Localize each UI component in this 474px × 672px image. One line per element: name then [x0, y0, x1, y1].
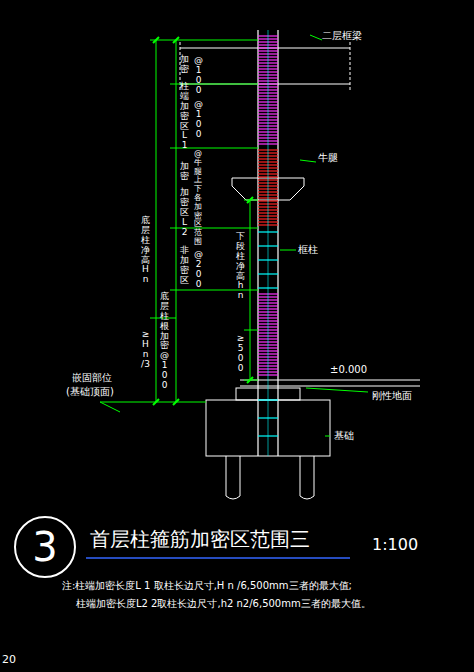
note-text: 注:柱端加密长度L 1 取柱长边尺寸,H n /6,500mm三者的最大值; — [62, 580, 352, 592]
foundation-label: 基础 — [334, 430, 354, 442]
embed-label: 嵌固部位 — [72, 372, 112, 384]
detail-circle: 3 — [14, 516, 76, 578]
elevation-label: ±0.000 — [330, 364, 367, 376]
dimension-text: ≥H n /3 — [141, 330, 150, 370]
scale-label: 1:100 — [372, 536, 418, 554]
column-label: 框柱 — [298, 244, 318, 256]
spacing-text: @100 — [194, 56, 203, 96]
note-text: 柱端加密长度L2 2取柱长边尺寸,h2 n2/6,500mm三者的最大值。 — [76, 598, 371, 610]
spacing-text: @牛腿上下各加密区范围 — [194, 150, 202, 247]
detail-number: 3 — [32, 527, 57, 567]
zone-text: 加密区L 2 — [180, 188, 189, 237]
corbel-label: 牛腿 — [318, 152, 338, 164]
zone-text: 柱端加密区L 1 — [180, 82, 189, 151]
dimension-text: 底层柱根加密@100 — [160, 292, 169, 391]
embed-label: (基础顶面) — [66, 386, 114, 398]
drawing-title: 首层柱箍筋加密区范围三 — [90, 528, 310, 551]
dimension-text: 下段柱净高h n — [236, 232, 245, 301]
zone-text: 加密 — [180, 162, 189, 182]
spacing-text: @100 — [194, 100, 203, 140]
spacing-text: @200 — [194, 250, 203, 290]
zone-text: 加密 — [180, 55, 189, 75]
zone-text: 非加密区 — [180, 246, 189, 286]
dimension-text: ≥500 — [236, 334, 245, 374]
sheet-number: 20 — [2, 654, 16, 667]
dimension-text: 底层柱净高H n — [141, 216, 150, 285]
ground-label: 刚性地面 — [372, 390, 412, 402]
beam-label: 二层框梁 — [322, 30, 362, 42]
